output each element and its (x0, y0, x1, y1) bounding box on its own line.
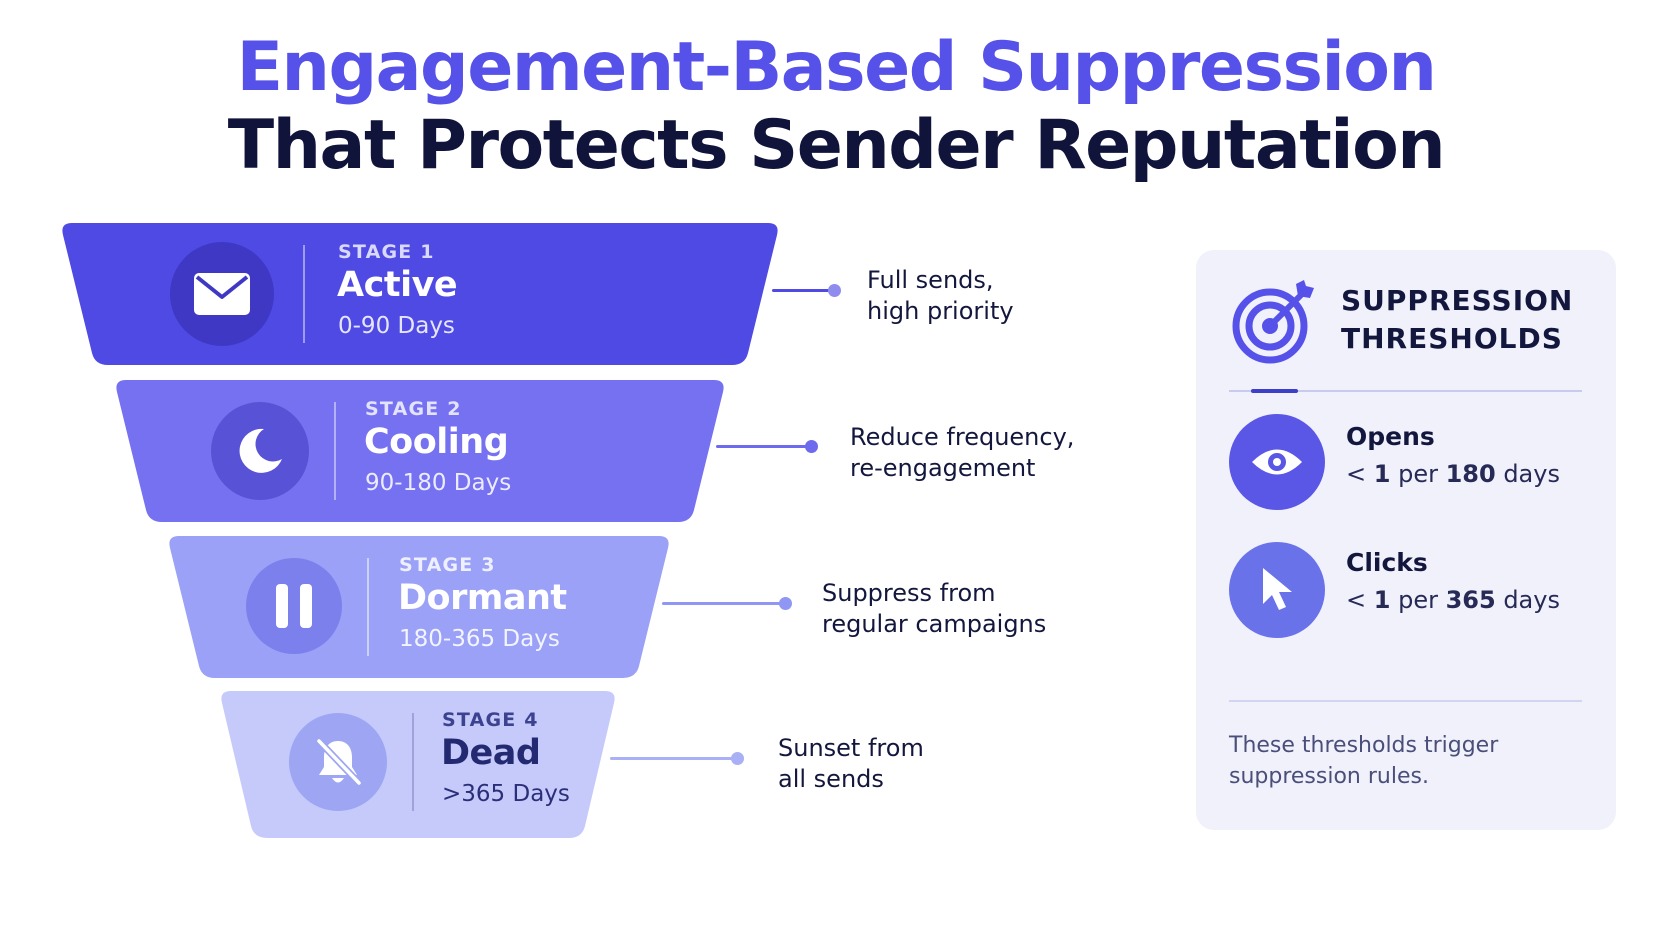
title-line-1: Engagement-Based Suppression (236, 28, 1437, 107)
stage-3-divider (367, 558, 369, 656)
clicks-icon-circle (1229, 542, 1325, 638)
stage-3-name: Dormant (398, 578, 567, 618)
stage-2-name: Cooling (364, 422, 509, 462)
eye-icon (1252, 449, 1302, 475)
stage-2-icon-circle (211, 402, 309, 500)
panel-title: SUPPRESSION THRESHOLDS (1341, 284, 1574, 355)
funnel-stage-1: STAGE 1 Active 0-90 Days (60, 223, 780, 365)
stage-2-days: 90-180 Days (365, 470, 512, 496)
opens-metric-value: < 1 per 180 days (1346, 460, 1560, 488)
stage-1-dot (828, 284, 841, 297)
stage-1-connector (772, 289, 832, 292)
funnel-stage-2: STAGE 2 Cooling 90-180 Days (114, 380, 726, 522)
stage-4-dot (731, 752, 744, 765)
funnel-stage-4: STAGE 4 Dead >365 Days (219, 691, 617, 838)
clicks-metric-value: < 1 per 365 days (1346, 586, 1560, 614)
stage-3-dot (779, 597, 792, 610)
stage-4-connector (610, 757, 734, 760)
stage-3-description: Suppress from regular campaigns (822, 579, 1047, 638)
stage-1-label: STAGE 1 (338, 241, 435, 263)
stage-1-divider (303, 245, 305, 343)
stage-4-days: >365 Days (442, 781, 570, 807)
stage-3-days: 180-365 Days (399, 626, 560, 652)
stage-4-description: Sunset from all sends (778, 734, 924, 793)
stage-1-days: 0-90 Days (338, 313, 455, 339)
stage-3-connector (662, 602, 782, 605)
moon-icon (239, 428, 282, 473)
stage-4-label: STAGE 4 (442, 709, 539, 731)
funnel-stage-3: STAGE 3 Dormant 180-365 Days (167, 536, 671, 678)
stage-1-description: Full sends, high priority (867, 266, 1014, 325)
stage-1-icon-circle (170, 242, 274, 346)
stage-4-icon-circle (289, 713, 387, 811)
cursor-icon (1263, 568, 1292, 610)
stage-3-icon-circle (246, 558, 342, 654)
opens-metric-name: Opens (1346, 422, 1435, 451)
clicks-metric-name: Clicks (1346, 548, 1428, 577)
title-line-2: That Protects Sender Reputation (227, 106, 1446, 185)
stage-2-dot (805, 440, 818, 453)
suppression-thresholds-panel: SUPPRESSION THRESHOLDS Opens < 1 per 180… (1196, 250, 1616, 830)
opens-icon-circle (1229, 414, 1325, 510)
panel-divider-accent (1251, 389, 1298, 393)
stage-2-divider (334, 402, 336, 500)
stage-2-description: Reduce frequency, re-engagement (850, 423, 1075, 482)
panel-divider (1229, 390, 1582, 392)
envelope-icon (194, 273, 250, 315)
panel-note: These thresholds trigger suppression rul… (1229, 733, 1499, 789)
stage-4-divider (412, 713, 414, 811)
target-icon (1232, 280, 1314, 364)
bell-off-icon (315, 737, 363, 787)
stage-1-name: Active (337, 265, 458, 305)
pause-icon (276, 584, 312, 628)
stage-4-name: Dead (441, 733, 541, 773)
stage-4-shape (221, 691, 615, 838)
panel-divider-2 (1229, 700, 1582, 702)
stage-2-label: STAGE 2 (365, 398, 462, 420)
stage-2-connector (716, 445, 808, 448)
stage-3-label: STAGE 3 (399, 554, 496, 576)
